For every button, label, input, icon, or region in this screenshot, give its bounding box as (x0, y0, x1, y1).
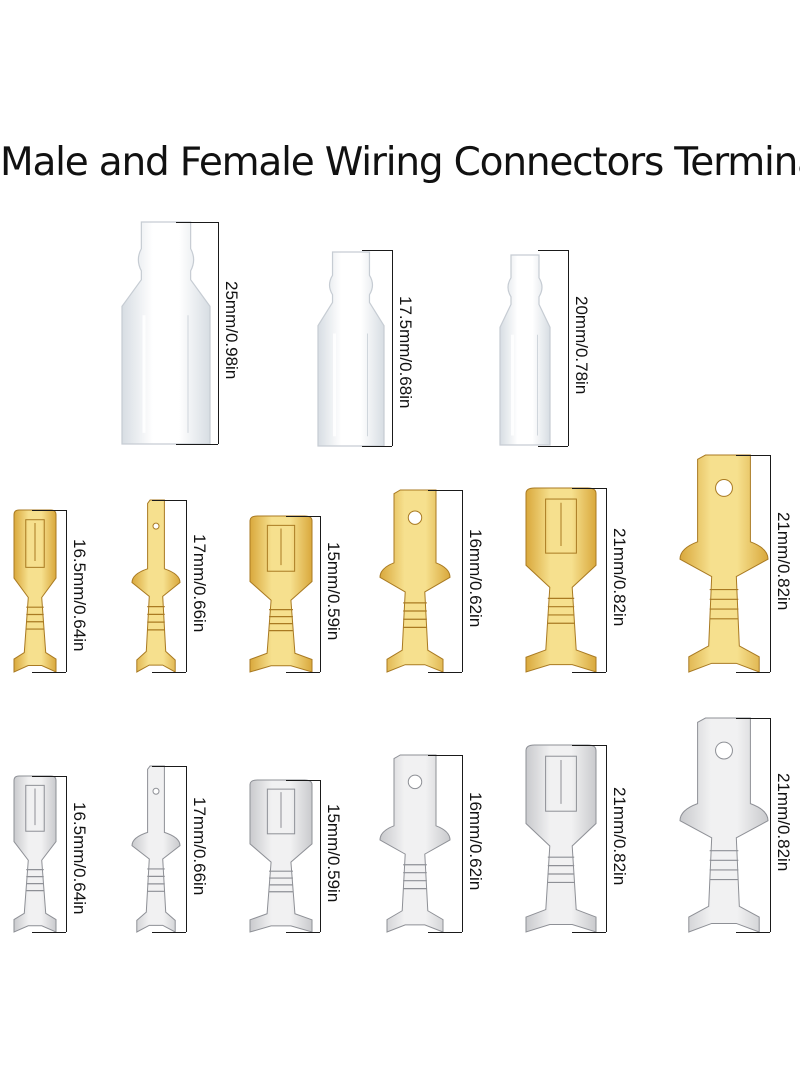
dimension-tick-top (32, 510, 66, 511)
dimension-line (66, 776, 67, 932)
dimension-line (392, 250, 393, 446)
silver-female-terminal-small-icon (13, 775, 57, 933)
dimension-line (218, 222, 219, 444)
dimension-tick-bottom (736, 932, 770, 933)
dimension-line (770, 455, 771, 672)
dimension-tick-top (736, 455, 770, 456)
dimension-tick-bottom (428, 672, 462, 673)
dimension-tick-bottom (572, 672, 606, 673)
gold-female-terminal-small-icon (13, 509, 57, 673)
dimension-line (320, 516, 321, 672)
gold-male-terminal-narrow-icon (131, 499, 181, 673)
dimension-tick-top (572, 488, 606, 489)
dimension-line (606, 745, 607, 932)
dimension-label: 21mm/0.82in (774, 511, 793, 610)
page-title: Male and Female Wiring Connectors Termin… (0, 140, 800, 185)
dimension-line (186, 766, 187, 932)
dimension-tick-top (152, 500, 186, 501)
silver-male-terminal-medium-icon (379, 754, 451, 933)
dimension-label: 16mm/0.62in (466, 791, 485, 890)
dimension-tick-top (736, 718, 770, 719)
dimension-tick-bottom (538, 446, 568, 447)
dimension-tick-top (538, 250, 568, 251)
dimension-tick-top (32, 776, 66, 777)
gold-male-terminal-large-icon (679, 454, 769, 673)
dimension-tick-bottom (362, 446, 392, 447)
dimension-tick-top (176, 222, 218, 223)
dimension-tick-top (362, 250, 392, 251)
dimension-line (462, 490, 463, 672)
dimension-tick-top (572, 745, 606, 746)
dimension-tick-bottom (286, 932, 320, 933)
dimension-line (320, 780, 321, 932)
dimension-tick-top (152, 766, 186, 767)
dimension-line (568, 250, 569, 446)
dimension-label: 16.5mm/0.64in (70, 539, 89, 652)
dimension-tick-bottom (32, 932, 66, 933)
dimension-label: 21mm/0.82in (774, 773, 793, 872)
gold-female-terminal-medium-icon (249, 515, 313, 673)
dimension-label: 17.5mm/0.68in (396, 296, 415, 409)
dimension-tick-bottom (428, 932, 462, 933)
silver-female-terminal-large-icon (525, 744, 597, 933)
dimension-tick-bottom (736, 672, 770, 673)
dimension-label: 16mm/0.62in (466, 529, 485, 628)
dimension-label: 17mm/0.66in (190, 797, 209, 896)
dimension-line (462, 755, 463, 932)
gold-male-terminal-medium-icon (379, 489, 451, 673)
silver-male-terminal-large-icon (679, 717, 769, 933)
gold-female-terminal-large-icon (525, 487, 597, 673)
dimension-label: 21mm/0.82in (610, 528, 629, 627)
dimension-line (770, 718, 771, 932)
dimension-label: 20mm/0.78in (572, 296, 591, 395)
dimension-label: 16.5mm/0.64in (70, 802, 89, 915)
dimension-label: 15mm/0.59in (324, 542, 343, 641)
dimension-tick-bottom (286, 672, 320, 673)
dimension-label: 25mm/0.98in (222, 281, 241, 380)
silver-male-terminal-narrow-icon (131, 765, 181, 933)
dimension-tick-bottom (152, 672, 186, 673)
dimension-tick-top (428, 490, 462, 491)
dimension-tick-bottom (152, 932, 186, 933)
insulating-sleeve-large-icon (121, 221, 211, 445)
insulating-sleeve-medium-icon (317, 251, 385, 447)
dimension-label: 17mm/0.66in (190, 534, 209, 633)
dimension-line (66, 510, 67, 672)
dimension-tick-top (286, 780, 320, 781)
silver-female-terminal-medium-icon (249, 779, 313, 933)
dimension-tick-bottom (572, 932, 606, 933)
insulating-sleeve-slim-icon (499, 254, 551, 446)
dimension-tick-bottom (176, 444, 218, 445)
dimension-tick-top (428, 755, 462, 756)
dimension-tick-top (286, 516, 320, 517)
dimension-line (606, 488, 607, 672)
dimension-label: 21mm/0.82in (610, 786, 629, 885)
dimension-line (186, 500, 187, 672)
dimension-tick-bottom (32, 672, 66, 673)
dimension-label: 15mm/0.59in (324, 804, 343, 903)
